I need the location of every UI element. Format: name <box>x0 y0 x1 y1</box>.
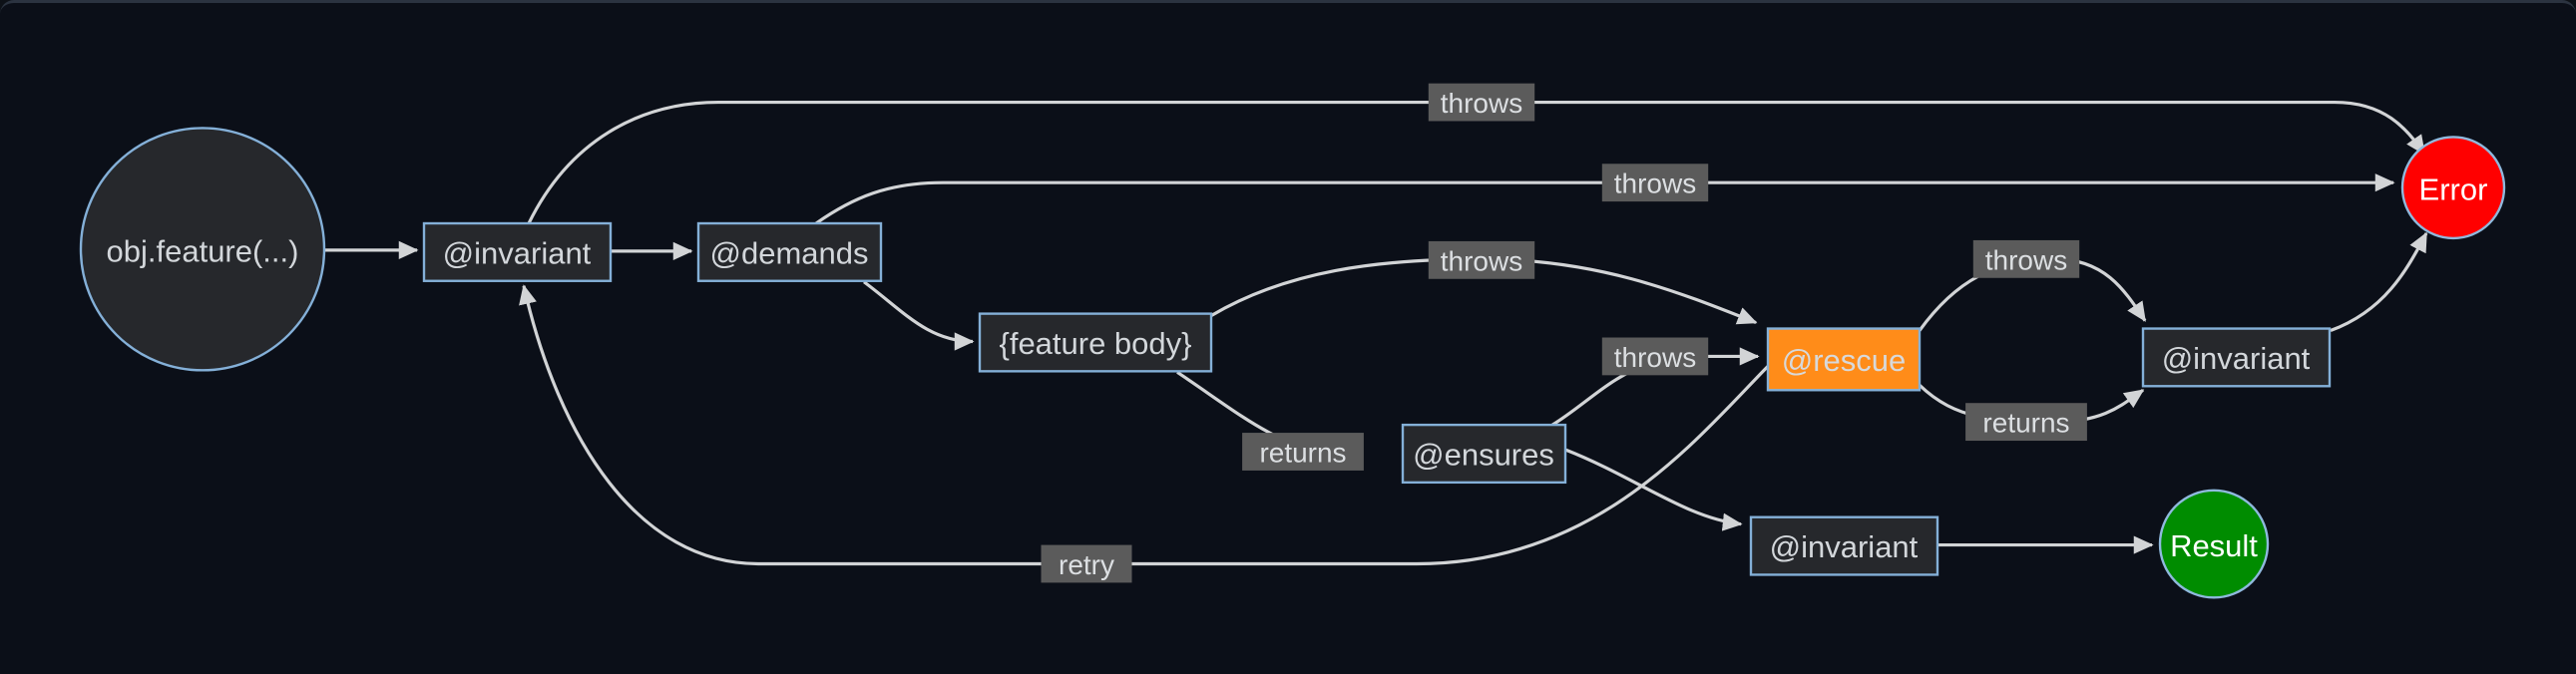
node-result[interactable]: Result <box>2158 489 2270 599</box>
flowchart-svg: obj.feature(...) @invariant @demands {fe… <box>79 83 2506 599</box>
node-rect-shape <box>978 312 1213 373</box>
edge-label-throws: throws <box>1972 239 2080 278</box>
edge-label-background <box>1041 544 1132 583</box>
edge-label-background <box>1428 240 1535 279</box>
node-rect-shape <box>696 221 883 282</box>
node-rect-shape <box>422 221 613 282</box>
node-invariant-after-rescue[interactable]: @invariant <box>2141 327 2332 388</box>
node-rect-shape <box>2141 327 2332 388</box>
node-invariant-exit[interactable]: @invariant <box>1749 515 1939 576</box>
edge-demands-to-body <box>863 280 975 351</box>
node-rect-shape <box>1401 423 1567 485</box>
node-feature-body[interactable]: {feature body} <box>978 312 1213 373</box>
edge-rescue-to-invariant1-retry <box>519 284 1770 566</box>
node-rect-shape <box>1749 515 1939 576</box>
edge-label-throws: throws <box>1601 337 1709 376</box>
edge-label-throws: throws <box>1428 240 1535 279</box>
node-rescue[interactable]: @rescue <box>1766 327 1922 392</box>
edge-label-background <box>1972 239 2080 278</box>
node-circle-shape <box>79 127 326 372</box>
edge-demands-to-error-throws <box>815 173 2395 225</box>
node-error[interactable]: Error <box>2400 136 2506 240</box>
edge-invariant1-to-error-throws <box>527 100 2426 224</box>
node-rect-shape <box>1766 327 1922 392</box>
edge-label-throws: throws <box>1601 164 1709 202</box>
node-obj-feature-call[interactable]: obj.feature(...) <box>79 127 326 372</box>
edge-label-background <box>1428 83 1535 122</box>
edge-label-returns: returns <box>1242 433 1364 471</box>
edge-label-background <box>1965 403 2087 442</box>
node-invariant-entry[interactable]: @invariant <box>422 221 613 282</box>
node-circle-shape <box>2400 136 2506 240</box>
node-ensures[interactable]: @ensures <box>1401 423 1567 485</box>
edge-label-returns: returns <box>1965 403 2087 442</box>
edge-invariant2-to-error <box>2330 231 2428 333</box>
edge-label-background <box>1601 337 1709 376</box>
edge-label-retry: retry <box>1041 544 1132 583</box>
edges-layer <box>325 100 2428 566</box>
edge-ensures-to-invariant3 <box>1564 448 1743 531</box>
node-demands[interactable]: @demands <box>696 221 883 282</box>
edge-label-background <box>1601 164 1709 202</box>
nodes-layer: obj.feature(...) @invariant @demands {fe… <box>79 127 2506 599</box>
node-circle-shape <box>2158 489 2270 599</box>
edge-label-background <box>1242 433 1364 471</box>
edge-label-throws: throws <box>1428 83 1535 122</box>
